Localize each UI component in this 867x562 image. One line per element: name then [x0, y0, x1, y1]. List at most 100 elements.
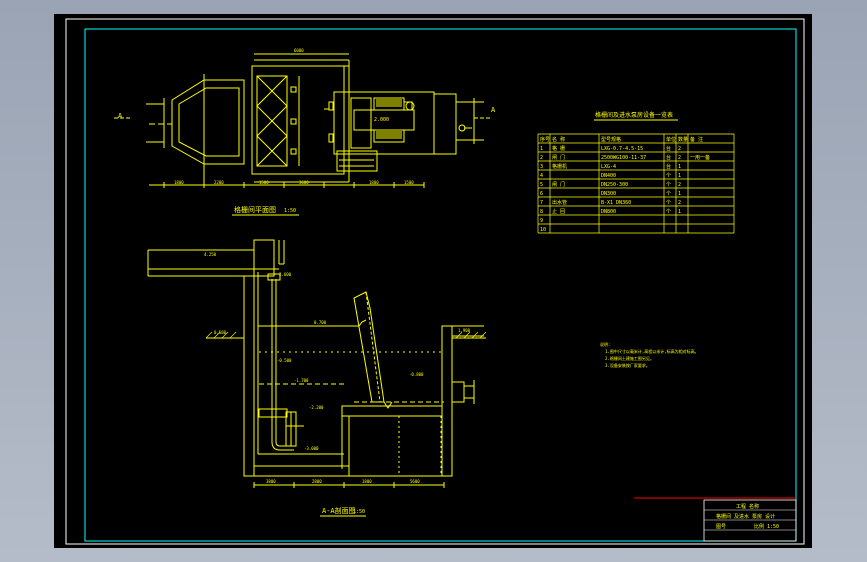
table-cell: 一用一备 — [690, 154, 710, 161]
table-cell: DN300 — [601, 191, 616, 197]
inner-border — [84, 28, 797, 542]
section-marker-left: A — [118, 112, 123, 120]
section-view — [147, 239, 486, 488]
title-block-row4: 比例 1:50 — [754, 523, 779, 530]
plan-dim-2: 2200 — [214, 180, 224, 185]
table-header-cell: 名 称 — [552, 136, 565, 143]
table-cell: 2 — [678, 200, 681, 206]
plan-title-group: 格栅间平面图 1:50 — [232, 205, 299, 216]
table-cell: B-X1 DN360 — [601, 200, 631, 206]
plan-dim-3: 1500 — [259, 180, 269, 185]
table-header-cell: 序号 — [540, 136, 550, 143]
plan-dim-6: 1500 — [404, 180, 414, 185]
section-scale: 1:50 — [353, 509, 365, 515]
notes-title: 说明: — [600, 341, 610, 347]
table-cell: 个 — [666, 200, 671, 206]
table-cell: 9 — [540, 218, 543, 224]
elev-9: -0.800 — [409, 372, 424, 377]
plan-channel-label: 2.000 — [374, 117, 389, 123]
table-cell: 3 — [540, 164, 543, 170]
elev-5: -0.500 — [277, 358, 292, 363]
cad-drawing-window: A A 2.000 1800 2200 1500 3600 1800 1500 … — [54, 14, 812, 548]
table-cell: 10 — [540, 227, 546, 233]
section-dim-1: 3800 — [266, 479, 276, 484]
table-header-cell: 型号规格 — [601, 136, 621, 143]
plan-dim-5: 1800 — [369, 180, 379, 185]
plan-dim-4: 3600 — [299, 180, 309, 185]
table-cells: 序号名 称 型号规格 单位数量备 注 1 格 栅 LXG-0.7-4.5-15 台 2 2 闸 门… — [540, 136, 710, 233]
table-header-cell: 数量 — [678, 136, 688, 143]
section-hatching — [205, 331, 487, 339]
plan-dimensions: 1800 2200 1500 3600 1800 1500 6000 — [174, 48, 414, 185]
note-2: 2.格栅间土建施工图另见。 — [605, 355, 654, 361]
section-title-group: A-A剖面图 1:50 — [320, 506, 366, 517]
table-cell: 2 — [678, 182, 681, 188]
table-title: 格栅间及进水泵房设备一览表 — [595, 111, 673, 119]
elev-4: 0.700 — [314, 320, 327, 325]
elev-6: -1.700 — [294, 378, 309, 383]
table-cell: LXG-0.7-4.5-15 — [601, 146, 643, 152]
elev-10: 1.900 — [458, 328, 471, 333]
table-cell: 出水管 — [552, 199, 567, 206]
table-cell: 格 栅 — [552, 145, 565, 152]
equipment-table: 格栅间及进水泵房设备一览表 序号名 称 型号规格 单位数量备 注 1 格 栅 LXG-0.… — [537, 111, 735, 234]
plan-dim-1: 1800 — [174, 180, 184, 185]
plan-view — [114, 53, 492, 188]
table-cell: 1 — [678, 209, 681, 215]
title-block-row3: 图号 — [716, 524, 726, 530]
table-cell: 个 — [666, 182, 671, 188]
table-cell: DN250-300 — [601, 182, 628, 188]
outer-frame — [65, 18, 805, 545]
section-dimensions: 3800 2800 1800 5600 — [266, 479, 420, 484]
table-cell: 2 — [540, 155, 543, 161]
table-header-cell: 备 注 — [690, 136, 703, 143]
table-cell: 2 — [678, 146, 681, 152]
section-title: A-A剖面图 — [322, 506, 356, 515]
title-block: 工程 名称 格栅间 及进水 泵房 设计 图号 比例 1:50 — [634, 497, 797, 542]
table-cell: 台 — [666, 163, 671, 170]
table-cell: 2 — [678, 155, 681, 161]
table-cell: 个 — [666, 209, 671, 215]
section-dim-2: 2800 — [312, 479, 322, 484]
note-1: 1.图中尺寸以毫米计,高程以米计,标高为相对标高。 — [605, 348, 699, 354]
table-cell: 8 — [540, 209, 543, 215]
table-cell: 止 回 — [552, 208, 565, 215]
elev-8: -3.000 — [304, 446, 319, 451]
table-cell: 个 — [666, 173, 671, 179]
table-cell: DN800 — [601, 209, 616, 215]
plan-markers: A A 2.000 — [118, 106, 496, 123]
table-cell: 1 — [540, 146, 543, 152]
table-cell: LXG-4 — [601, 164, 616, 170]
section-marker-right: A — [491, 106, 496, 114]
table-cell: 个 — [666, 191, 671, 197]
table-cell: 2500WG100-11-37 — [601, 155, 646, 161]
elev-3: 0.500 — [214, 330, 227, 335]
table-cell: 格栅机 — [552, 163, 567, 170]
note-3: 3.设备安装按厂家要求。 — [605, 362, 650, 368]
elevation-labels: 4.250 2.600 0.500 0.700 -0.500 -1.700 -2… — [204, 252, 471, 451]
section-dim-4: 5600 — [410, 479, 420, 484]
table-cell: 5 — [540, 182, 543, 188]
table-header-cell: 单位 — [666, 136, 676, 143]
title-block-row2: 格栅间 及进水 泵房 设计 — [716, 513, 775, 520]
notes: 说明: 1.图中尺寸以毫米计,高程以米计,标高为相对标高。 2.格栅间土建施工图… — [600, 341, 699, 368]
table-grid — [537, 133, 735, 234]
plan-dim-total: 6000 — [294, 48, 304, 53]
table-cell: 4 — [540, 173, 543, 179]
table-cell: 1 — [678, 173, 681, 179]
table-cell: 7 — [540, 200, 543, 206]
table-cell: 闸 门 — [552, 154, 565, 161]
table-cell: 6 — [540, 191, 543, 197]
table-cell: 1 — [678, 164, 681, 170]
elev-7: -2.200 — [309, 405, 324, 410]
table-cell: 台 — [666, 154, 671, 161]
cad-drawing-sheet: A A 2.000 1800 2200 1500 3600 1800 1500 … — [65, 18, 805, 545]
section-dim-3: 1800 — [362, 479, 372, 484]
elev-1: 4.250 — [204, 252, 217, 257]
table-cell: 闸 门 — [552, 181, 565, 188]
title-block-row1: 工程 名称 — [736, 503, 759, 510]
table-cell: DN400 — [601, 173, 616, 179]
elev-2: 2.600 — [279, 272, 292, 277]
table-cell: 1 — [678, 191, 681, 197]
table-cell: 台 — [666, 145, 671, 152]
